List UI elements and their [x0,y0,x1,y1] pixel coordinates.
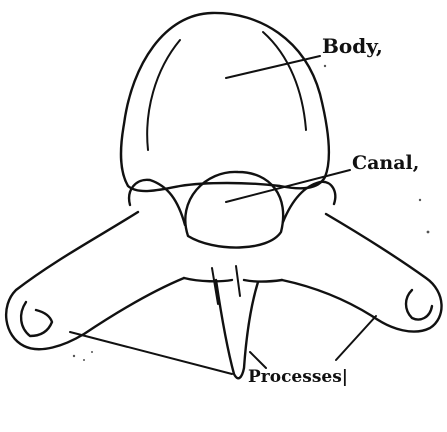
left-transverse-process [6,212,184,349]
right-process-tip [406,290,432,320]
spinous-process [216,280,258,378]
left-process-tip [21,302,52,336]
processes-leader-line-middle [250,352,266,368]
lamina-edge-left [184,278,232,281]
label-canal: Canal, [352,154,419,173]
vertebral-body-inner-rim [147,40,180,150]
processes-leader-line-right [336,316,376,360]
vertebral-body-outline [121,13,329,191]
label-body: Body, [322,36,383,56]
body-leader-line [226,56,320,78]
label-processes: Processes| [248,369,348,386]
processes-leader-line-left [70,332,232,374]
lamina-edge-right [244,280,282,282]
right-transverse-process [282,214,442,332]
